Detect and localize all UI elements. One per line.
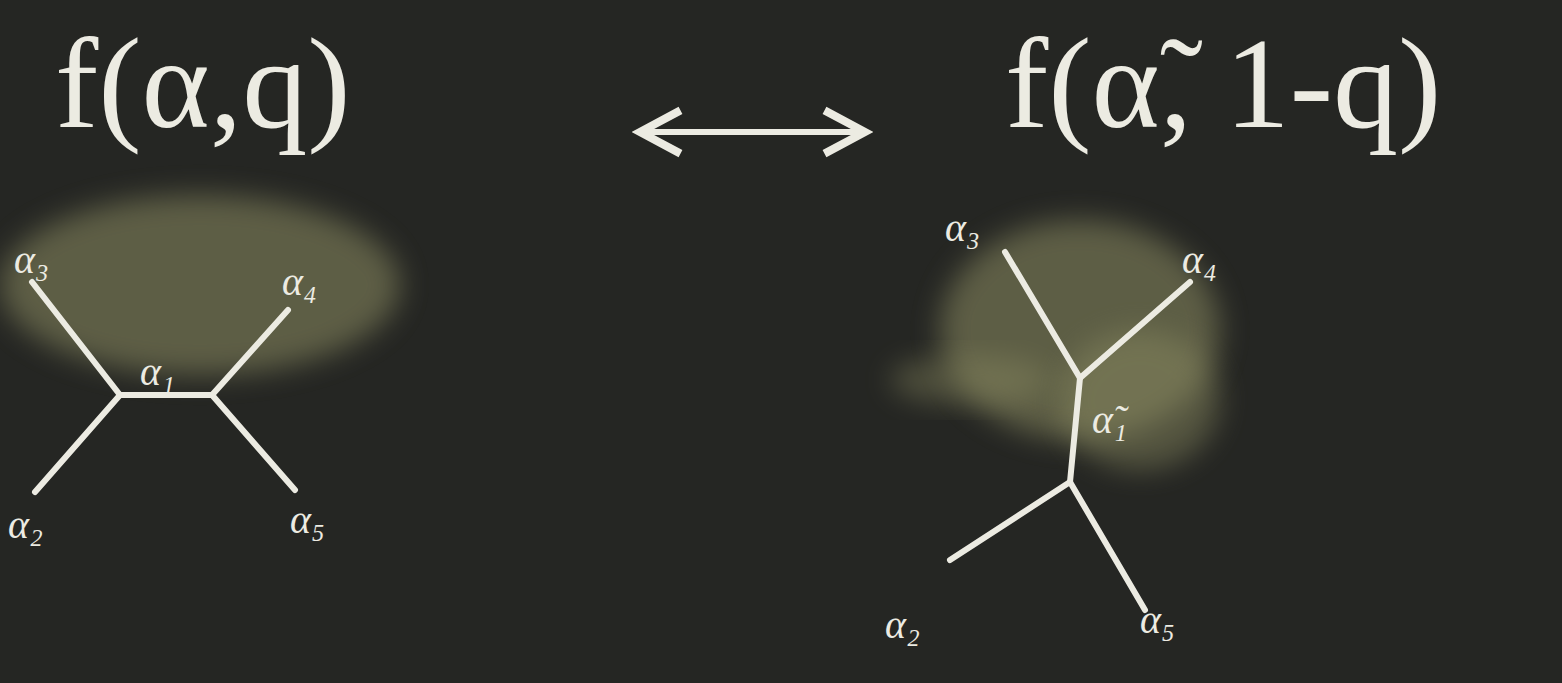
formula: f(α̃, 1-q) (1005, 18, 1441, 148)
leg-label: α₂ (8, 505, 43, 545)
s-channel-tree (32, 282, 295, 492)
leg-label: α₅ (1140, 600, 1175, 640)
internal-label: α̃₁ (1092, 400, 1127, 440)
leg-label: α₄ (1182, 240, 1217, 280)
smudge (890, 355, 1050, 405)
t-channel-tree (950, 252, 1190, 610)
smudge (0, 195, 400, 375)
leg-label: α₂ (885, 605, 920, 645)
leg-label: α₅ (290, 500, 325, 540)
leg-label: α₄ (282, 262, 317, 302)
formula: f(α,q) (55, 18, 350, 148)
smudge (1060, 330, 1220, 470)
leg-label: α₃ (945, 208, 980, 248)
leg-label: α₃ (14, 240, 49, 280)
double-arrow (640, 129, 865, 135)
internal-label: α₁ (140, 352, 175, 392)
